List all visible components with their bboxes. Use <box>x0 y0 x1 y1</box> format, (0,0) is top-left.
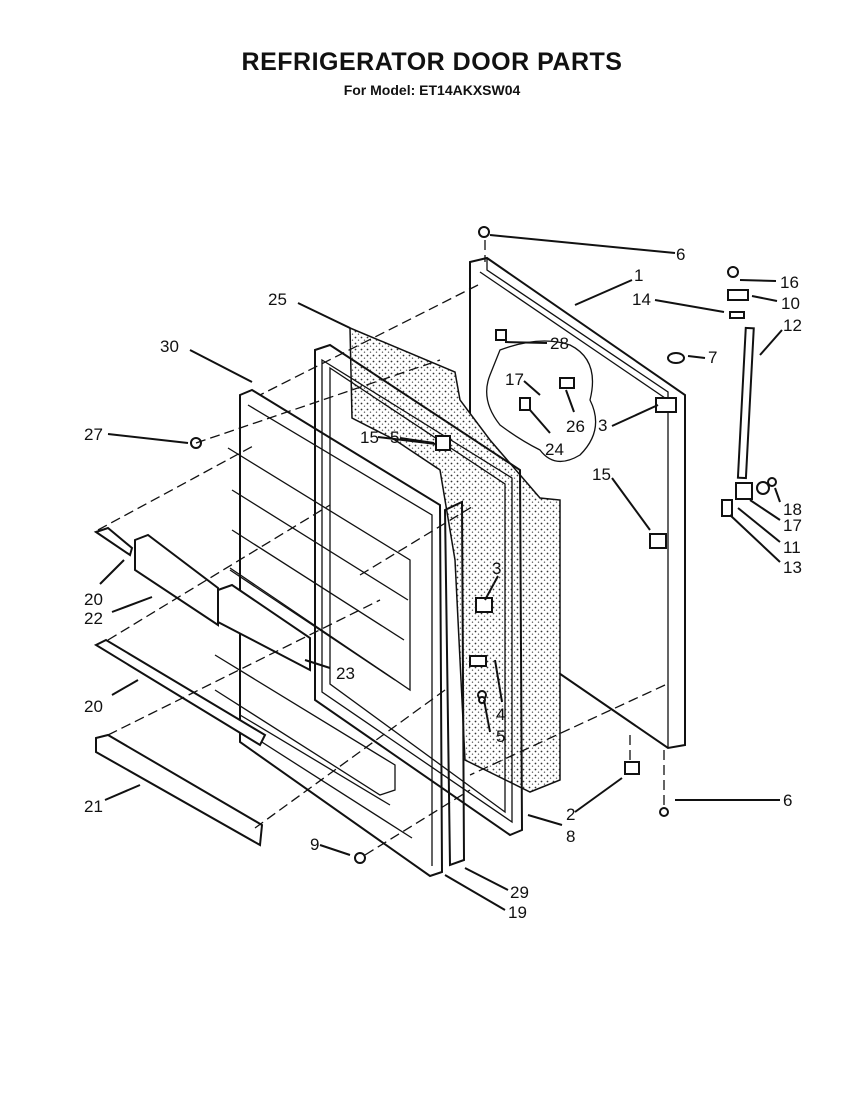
callout-17b: 17 <box>783 516 802 535</box>
breaker-strip <box>443 500 466 867</box>
callout-26: 26 <box>566 417 585 436</box>
callout-3b: 3 <box>492 559 501 578</box>
callout-1: 1 <box>634 266 643 285</box>
shelf-rail-21 <box>95 733 264 847</box>
callout-29: 29 <box>510 883 529 902</box>
callout-4: 4 <box>496 705 505 724</box>
callout-15a: 15 <box>360 428 379 447</box>
callout-3a: 3 <box>598 416 607 435</box>
callout-23: 23 <box>336 664 355 683</box>
callout-18: 18 <box>783 500 802 519</box>
callout-5a: 5 <box>390 428 399 447</box>
callout-labels: 6 1 16 14 10 12 25 28 7 30 17 26 3 27 5 … <box>84 245 802 922</box>
mid-hinge-pieces <box>435 435 493 700</box>
callout-9: 9 <box>310 835 319 854</box>
callout-6b: 6 <box>783 791 792 810</box>
door-bin-23 <box>217 583 311 672</box>
callout-6a: 6 <box>676 245 685 264</box>
callout-22: 22 <box>84 609 103 628</box>
hinge-rod-assembly <box>721 266 777 517</box>
callout-19: 19 <box>508 903 527 922</box>
callout-28: 28 <box>550 334 569 353</box>
page-title: REFRIGERATOR DOOR PARTS <box>241 48 623 76</box>
callout-21: 21 <box>84 797 103 816</box>
shelf-bar-20a <box>93 526 134 557</box>
inner-door-liner <box>214 388 444 878</box>
leader-lines <box>99 234 783 911</box>
callout-24: 24 <box>545 440 564 459</box>
callout-13: 13 <box>783 558 802 577</box>
top-hinge-pieces <box>478 226 685 817</box>
callout-30: 30 <box>160 337 179 356</box>
callout-5b: 5 <box>496 727 505 746</box>
callout-11: 11 <box>783 538 801 557</box>
callout-27: 27 <box>84 425 103 444</box>
assembly-guide-lines <box>97 240 666 856</box>
callout-10: 10 <box>781 294 800 313</box>
door-insulation <box>349 326 561 793</box>
detail-inset <box>486 340 597 462</box>
callout-7: 7 <box>708 348 717 367</box>
callout-14: 14 <box>632 290 651 309</box>
callout-15b: 15 <box>592 465 611 484</box>
callout-16: 16 <box>780 273 799 292</box>
callout-2: 2 <box>566 805 575 824</box>
callout-20a: 20 <box>84 590 103 609</box>
shelf-bar-20b <box>93 638 267 747</box>
callout-20b: 20 <box>84 697 103 716</box>
callout-25: 25 <box>268 290 287 309</box>
callout-17a: 17 <box>505 370 524 389</box>
callout-12: 12 <box>783 316 802 335</box>
model-subtitle: For Model: ET14AKXSW04 <box>343 82 521 98</box>
callout-8: 8 <box>566 827 575 846</box>
